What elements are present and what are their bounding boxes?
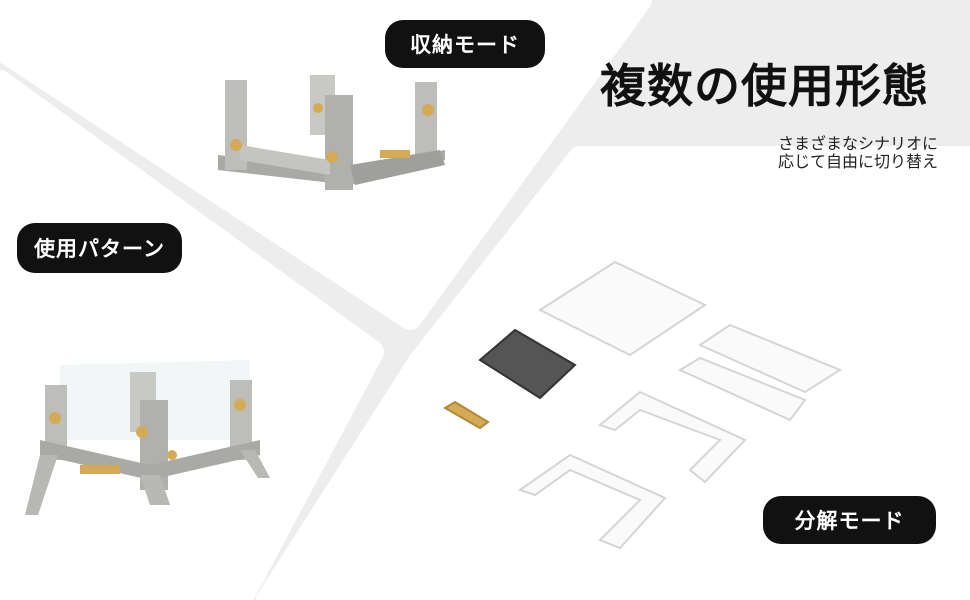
- stove-usage-mode-image: [25, 360, 270, 515]
- page-title: 複数の使用形態: [600, 59, 929, 113]
- stove-storage-mode-image: [218, 75, 445, 190]
- usage-pattern-label: 使用パターン: [17, 223, 182, 273]
- disassembled-parts-image: [443, 260, 843, 550]
- disassembled-mode-label: 分解モード: [763, 496, 936, 544]
- panel-right: [256, 146, 970, 600]
- storage-mode-label: 収納モード: [385, 20, 545, 68]
- subtitle-line1: さまざまなシナリオに: [777, 134, 938, 153]
- subtitle-line2: 応じて自由に切り替え: [777, 152, 938, 171]
